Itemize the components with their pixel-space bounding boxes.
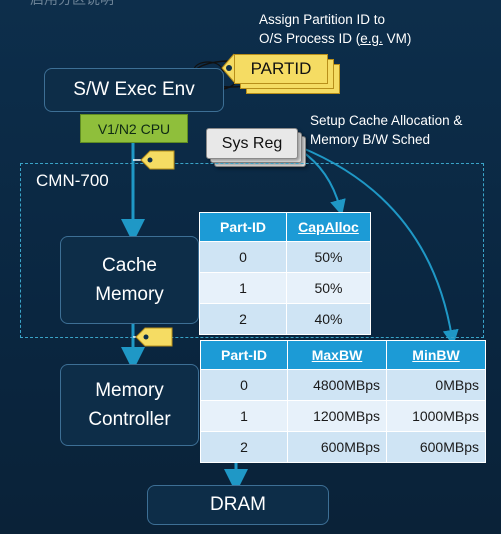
memory-controller-line2: Controller [88, 409, 171, 430]
bw-cell: 1 [200, 400, 288, 432]
cpu-box: V1/N2 CPU [80, 114, 188, 143]
small-tag-2 [135, 327, 173, 347]
cache-cell: 50% [286, 272, 371, 304]
cache-memory-box: Cache Memory [60, 236, 199, 324]
bw-cell: 1000MBps [386, 400, 486, 432]
note-assign-line1: Assign Partition ID to [259, 12, 386, 27]
cache-table-header: Part-ID CapAlloc [199, 212, 371, 242]
cache-cell: 2 [199, 303, 287, 335]
memory-controller-box: Memory Controller [60, 364, 199, 446]
cache-cell: 1 [199, 272, 287, 304]
cache-cell: 0 [199, 241, 287, 273]
small-tag-2-hole [143, 334, 149, 340]
cmn-700-label: CMN-700 [36, 171, 109, 190]
sw-exec-env-label: S/W Exec Env [73, 79, 195, 100]
note-setup-line2: Memory B/W Sched [310, 132, 431, 147]
bw-table-header: Part-ID MaxBW MinBW [200, 340, 486, 370]
bw-col-maxbw: MaxBW [287, 340, 387, 370]
cache-memory-line2: Memory [95, 284, 164, 305]
dram-box: DRAM [147, 485, 329, 525]
note-setup-cache: Setup Cache Allocation & Memory B/W Sche… [310, 111, 462, 149]
bw-cell: 600MBps [287, 431, 387, 463]
memory-controller-line1: Memory [95, 380, 164, 401]
cache-allocation-table: Part-ID CapAlloc 0 50% 1 50% 2 40% [199, 212, 371, 335]
table-row: 1 1200MBps 1000MBps [200, 400, 486, 432]
dram-label: DRAM [210, 494, 266, 515]
sysreg-card: Sys Reg [206, 128, 298, 159]
bw-cell: 2 [200, 431, 288, 463]
note-assign-line2: O/S Process ID (e.g. VM) [259, 31, 412, 46]
bw-col-partid: Part-ID [200, 340, 288, 370]
bw-cell: 4800MBps [287, 369, 387, 401]
note-assign-partition: Assign Partition ID to O/S Process ID (e… [259, 10, 411, 48]
cache-cell: 50% [286, 241, 371, 273]
top-cropped-text: 启用分区说明 [30, 0, 114, 9]
cpu-label: V1/N2 CPU [97, 120, 171, 137]
cache-col-partid: Part-ID [199, 212, 287, 242]
sysreg-label: Sys Reg [221, 134, 283, 152]
cache-col-capalloc: CapAlloc [286, 212, 371, 242]
cmn-700-region [20, 163, 484, 338]
bw-cell: 0MBps [386, 369, 486, 401]
bandwidth-table: Part-ID MaxBW MinBW 0 4800MBps 0MBps 1 1… [200, 340, 486, 463]
cache-cell: 40% [286, 303, 371, 335]
small-tag-1-hole [147, 157, 153, 163]
bw-cell: 0 [200, 369, 288, 401]
table-row: 1 50% [199, 272, 371, 304]
partid-tag: PARTID [234, 54, 328, 84]
table-row: 0 50% [199, 241, 371, 273]
arrow-sysreg-to-bw-table [299, 146, 459, 346]
table-row: 2 40% [199, 303, 371, 335]
small-tag-1 [140, 150, 175, 170]
table-row: 0 4800MBps 0MBps [200, 369, 486, 401]
bw-col-minbw: MinBW [386, 340, 486, 370]
cache-memory-line1: Cache [102, 255, 157, 276]
bw-cell: 1200MBps [287, 400, 387, 432]
note-setup-line1: Setup Cache Allocation & [310, 113, 463, 128]
partid-hole [226, 65, 232, 71]
table-row: 2 600MBps 600MBps [200, 431, 486, 463]
sw-exec-env-box: S/W Exec Env [44, 68, 224, 112]
partid-label: PARTID [250, 59, 312, 78]
bw-cell: 600MBps [386, 431, 486, 463]
